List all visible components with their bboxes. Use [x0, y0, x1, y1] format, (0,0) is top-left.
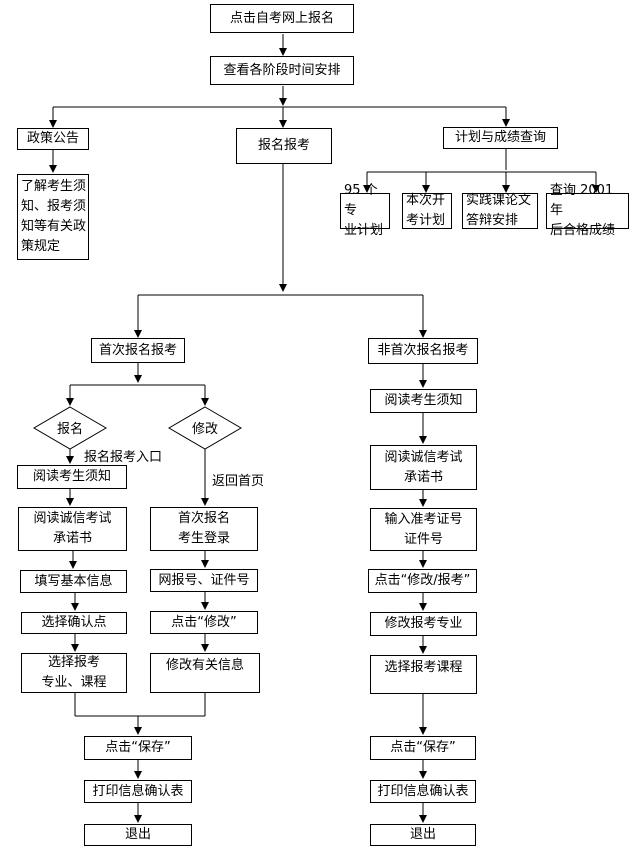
plan95-box: 95 个专 业计划	[340, 183, 390, 238]
first-reg-box: 首次报名报考	[91, 338, 185, 363]
click-modify-register-box: 点击“修改/报考”	[368, 569, 477, 593]
save-left-box: 点击“保存”	[84, 736, 192, 760]
this-plan-box: 本次开 考计划	[402, 193, 452, 229]
read-honest-left-box: 阅读诚信考试 承诺书	[18, 507, 127, 551]
select-point-box: 选择确认点	[21, 612, 127, 634]
entry-label: 报名报考入口	[84, 450, 163, 465]
print-left-box: 打印信息确认表	[84, 780, 192, 803]
practice-box: 实践课论文 答辩安排	[462, 193, 538, 229]
register-exam-box: 报名报考	[236, 128, 332, 164]
view-schedule-box: 查看各阶段时间安排	[210, 56, 354, 85]
non-first-reg-box: 非首次报名报考	[368, 338, 478, 364]
modify-diamond-label: 修改	[192, 422, 218, 437]
return-label: 返回首页	[212, 474, 265, 489]
policy-box: 政策公告	[17, 128, 89, 150]
read-notice-right-box: 阅读考生须知	[370, 389, 477, 413]
policy-detail-box: 了解考生须 知、报考须 知等有关政 策规定	[17, 174, 89, 260]
register-diamond	[33, 406, 107, 450]
read-notice-left-box: 阅读考生须知	[17, 465, 127, 489]
modify-diamond	[168, 406, 242, 450]
click-register-box: 点击自考网上报名	[210, 4, 354, 33]
query2001-box: 查询 2001 年 后合格成绩	[546, 183, 629, 238]
modify-major-box: 修改报考专业	[370, 612, 477, 636]
first-login-box: 首次报名 考生登录	[150, 507, 258, 551]
select-major-course-box: 选择报考 专业、课程	[21, 653, 127, 693]
exit-right-box: 退出	[370, 824, 476, 846]
print-right-box: 打印信息确认表	[370, 780, 476, 803]
input-cert-box: 输入准考证号 证件号	[370, 508, 477, 551]
plan-query-box: 计划与成绩查询	[443, 127, 558, 149]
net-id-box: 网报号、证件号	[150, 569, 258, 592]
exit-left-box: 退出	[84, 824, 192, 846]
read-honest-right-box: 阅读诚信考试 承诺书	[370, 445, 477, 490]
save-right-box: 点击“保存”	[370, 736, 476, 760]
select-course-box: 选择报考课程	[370, 655, 477, 694]
register-diamond-label: 报名	[57, 421, 83, 437]
click-modify-box: 点击“修改”	[150, 611, 258, 634]
modify-info-box: 修改有关信息	[150, 653, 260, 693]
fill-info-box: 填写基本信息	[20, 570, 127, 593]
